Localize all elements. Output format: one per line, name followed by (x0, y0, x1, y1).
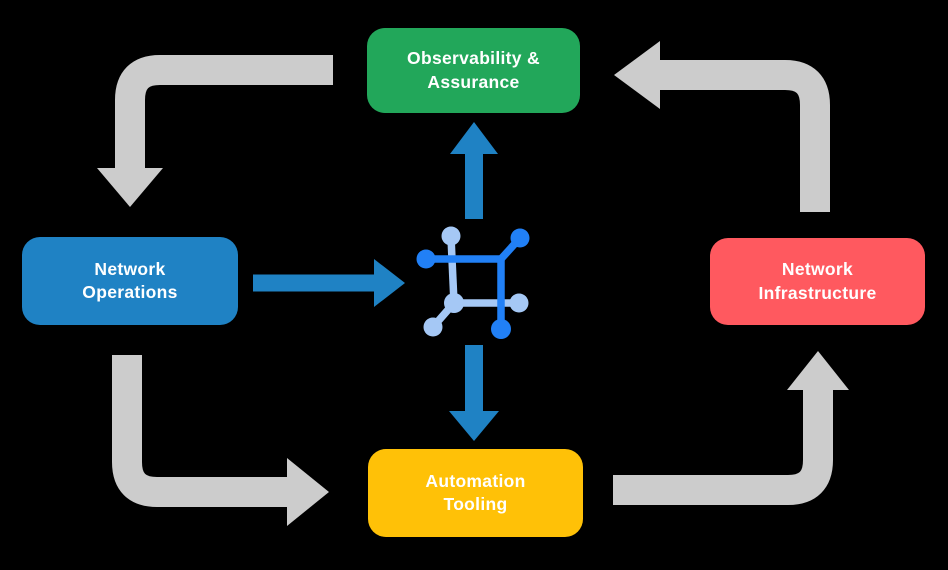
node-label: Network Infrastructure (758, 259, 877, 303)
node-network-infrastructure: Network Infrastructure (710, 238, 925, 325)
arrow-head-up (450, 122, 498, 154)
node-network-operations: Network Operations (22, 237, 238, 325)
arrow-center-to-automation (449, 345, 499, 441)
arrow-shaft (613, 389, 833, 505)
arrow-head-down (449, 411, 499, 441)
arrow-center-to-observability (450, 122, 498, 219)
arrow-head-left (614, 41, 660, 109)
arrow-shaft (658, 60, 830, 212)
arrow-head-down (97, 168, 163, 207)
icon-dark-nodes (416, 228, 530, 339)
network-fabric-icon (416, 226, 530, 339)
arrow-shaft (112, 355, 289, 507)
arrow-head-right (287, 458, 329, 526)
node-label: Automation Tooling (425, 470, 526, 514)
arrow-observability-to-operations (97, 55, 333, 207)
arrow-head-right (374, 259, 405, 307)
arrow-automation-to-infrastructure (613, 351, 849, 505)
node-observability-assurance: Observability & Assurance (367, 28, 580, 113)
arrow-shaft (115, 55, 333, 170)
node-label: Observability & Assurance (407, 48, 540, 92)
arrow-operations-to-automation (112, 355, 329, 526)
arrow-infrastructure-to-observability (614, 41, 830, 212)
arrow-head-up (787, 351, 849, 390)
node-automation-tooling: Automation Tooling (368, 449, 583, 537)
arrow-operations-to-center (253, 259, 405, 307)
node-label: Network Operations (82, 258, 178, 302)
icon-light-nodes (423, 226, 529, 337)
